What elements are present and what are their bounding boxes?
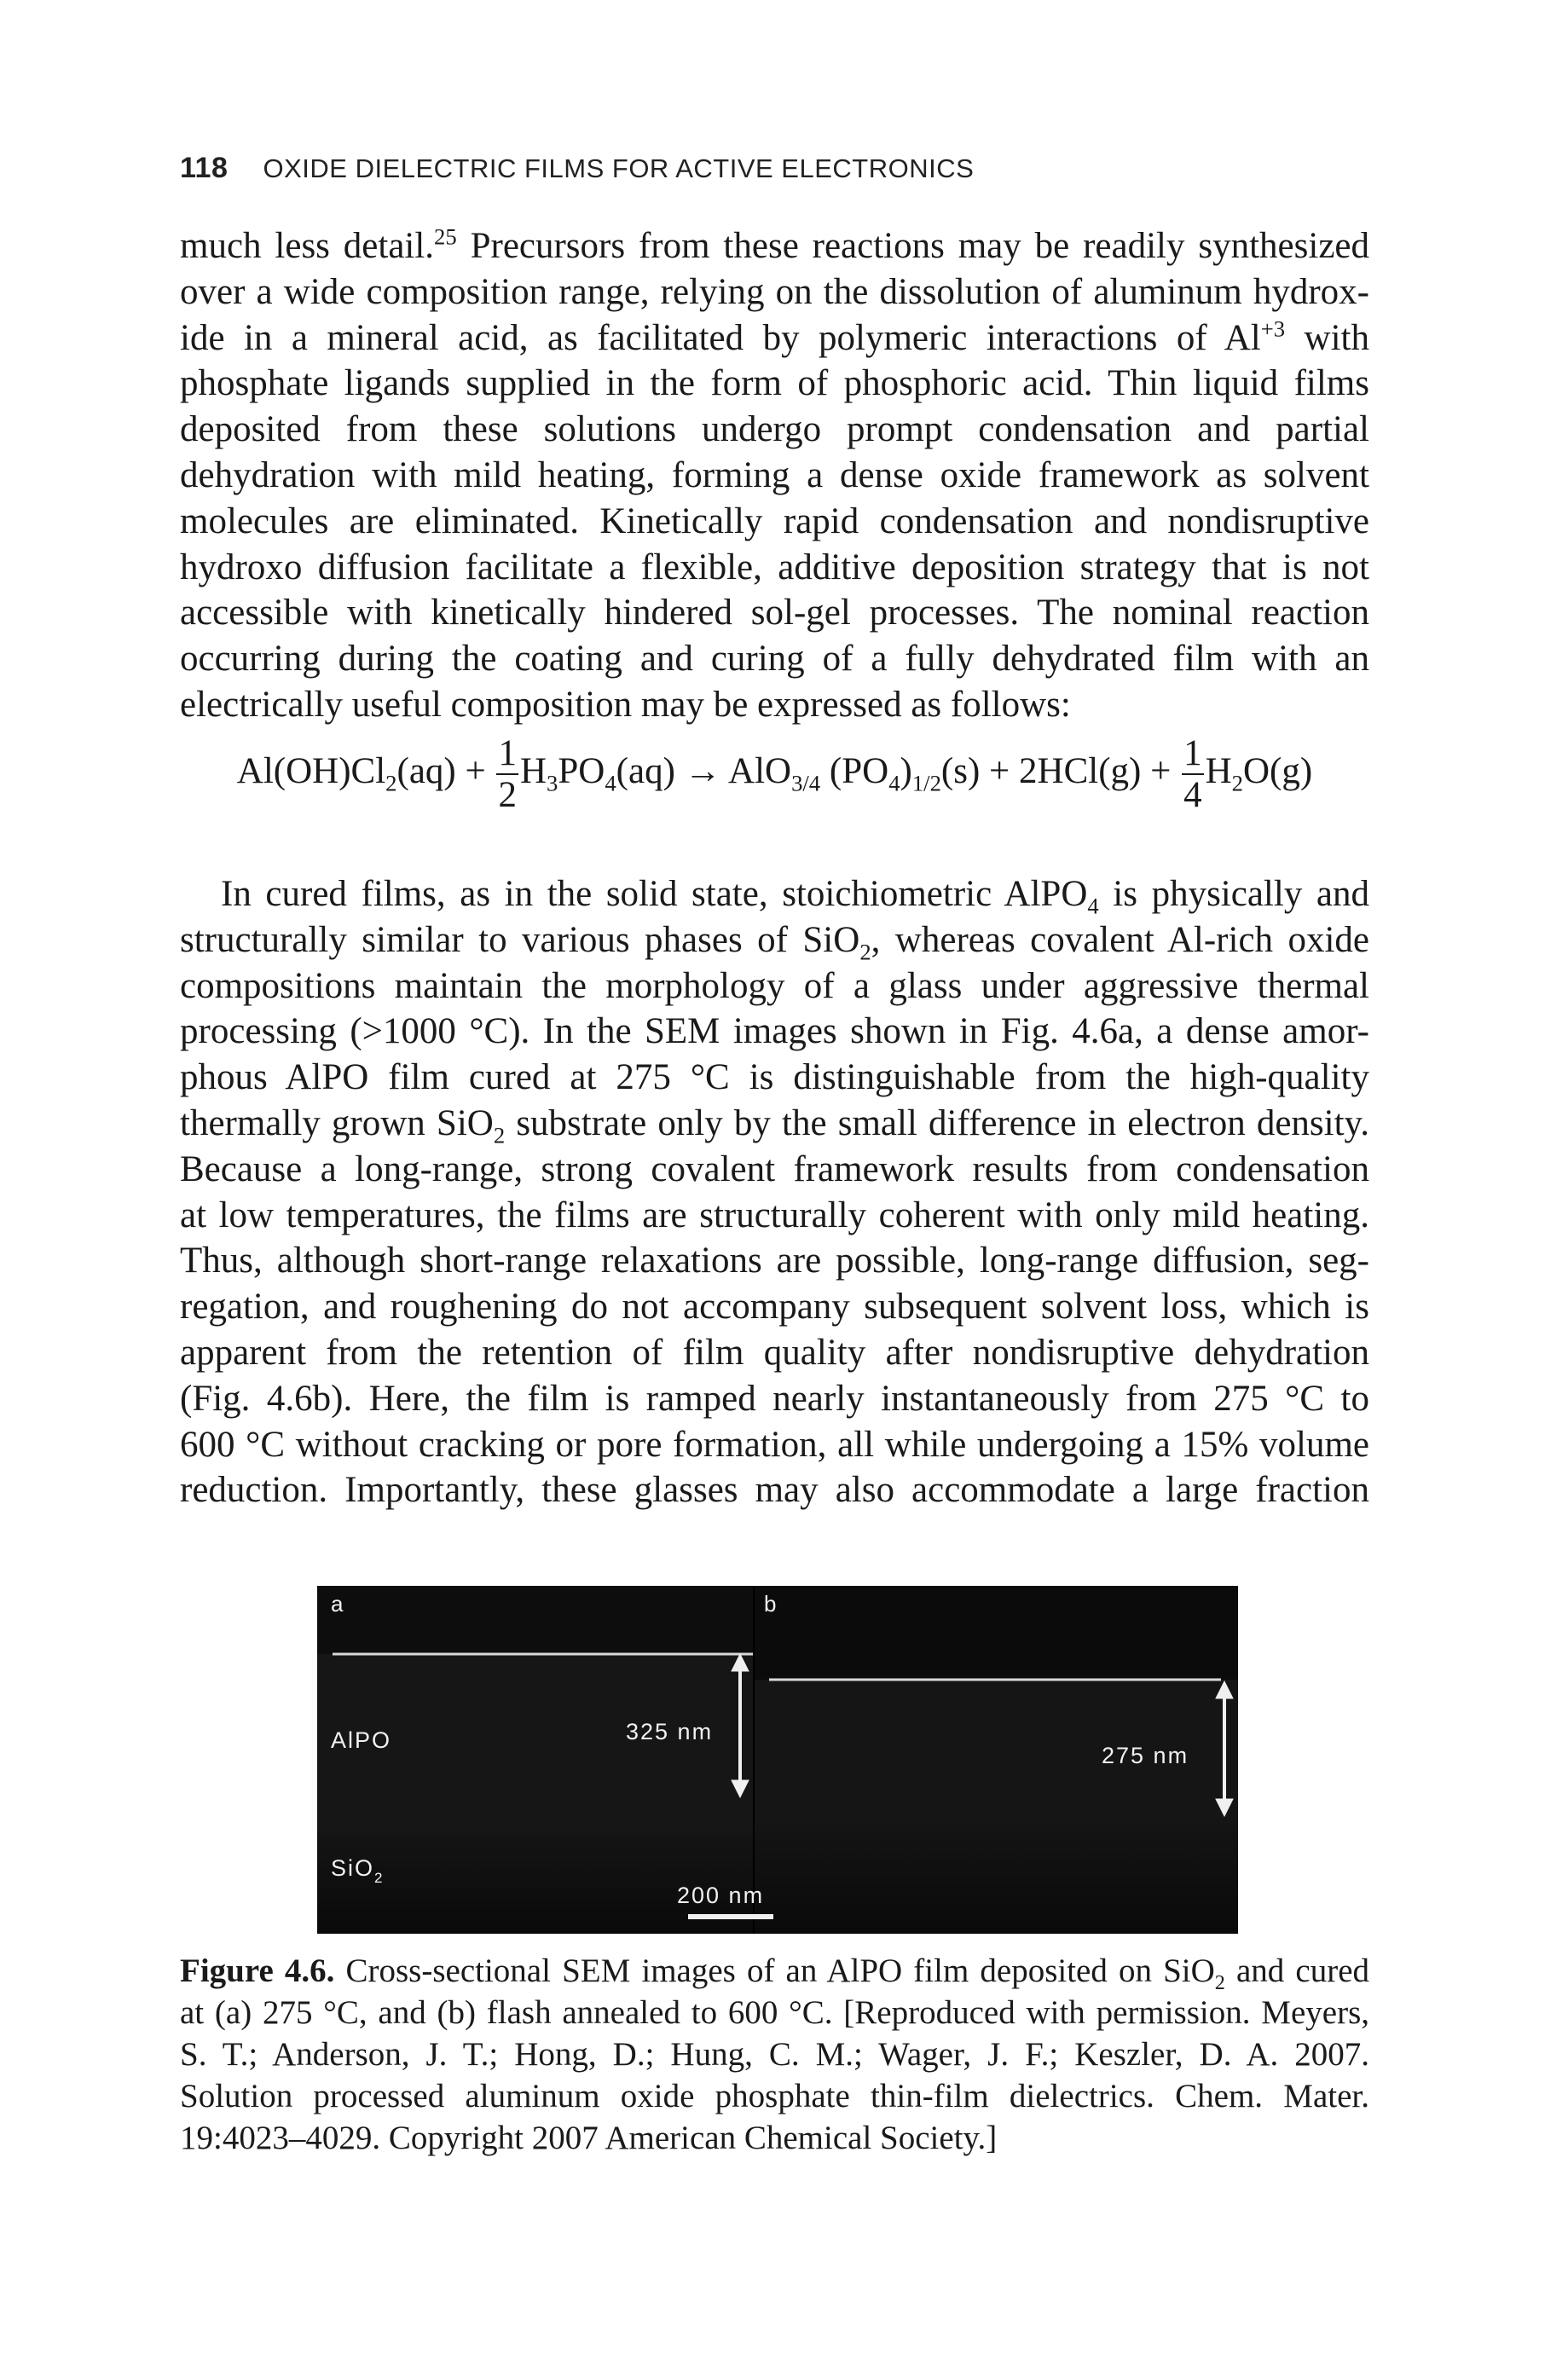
text-line: compositions maintain the morphology of …: [180, 965, 1369, 1006]
text-line: reduction. Importantly, these glasses ma…: [180, 1470, 1369, 1511]
panel-b-label: b: [764, 1591, 776, 1617]
text-line: at low temperatures, the films are struc…: [180, 1195, 1369, 1235]
panel-a-label: a: [331, 1591, 344, 1617]
text-line: over a wide composition range, relying o…: [180, 271, 1369, 312]
thickness-arrow-b: [1215, 1680, 1234, 1818]
sem-image: a b AlPO SiO2 325 nm 275 nm 200 nm: [317, 1586, 1238, 1934]
text-line: processing (>1000 °C). In the SEM images…: [180, 1011, 1369, 1052]
caption-line: Solution processed aluminum oxide phosph…: [180, 2078, 1369, 2114]
caption-line: 19:4023–4029. Copyright 2007 American Ch…: [180, 2120, 998, 2156]
scale-bar-label: 200 nm: [677, 1883, 764, 1908]
text-line: dehydration with mild heating, forming a…: [180, 454, 1369, 495]
text-line: molecules are eliminated. Kinetically ra…: [180, 500, 1369, 541]
thickness-arrow-a: [731, 1652, 749, 1799]
caption-line: S. T.; Anderson, J. T.; Hong, D.; Hung, …: [180, 2036, 1369, 2073]
text-line: hydroxo diffusion facilitate a flexible,…: [180, 547, 1369, 587]
figure-caption: Figure 4.6. Cross-sectional SEM images o…: [180, 1950, 1369, 2159]
text-line: much less detail.25 Precursors from thes…: [180, 223, 1369, 266]
running-header: 118 OXIDE DIELECTRIC FILMS FOR ACTIVE EL…: [180, 152, 974, 185]
text-line: Because a long-range, strong covalent fr…: [180, 1148, 1369, 1189]
text-line: ide in a mineral acid, as facilitated by…: [180, 315, 1369, 358]
panel-a-film: [317, 1654, 754, 1833]
sem-figure: a b AlPO SiO2 325 nm 275 nm 200 nm: [317, 1586, 1238, 1934]
text-line: thermally grown SiO2 substrate only by t…: [180, 1102, 1369, 1148]
caption-line: Figure 4.6. Cross-sectional SEM images o…: [180, 1952, 1370, 1994]
page-number: 118: [180, 152, 229, 184]
caption-line: at (a) 275 °C, and (b) flash annealed to…: [180, 1994, 1369, 2031]
text-line: phous AlPO film cured at 275 °C is disti…: [180, 1057, 1369, 1098]
text-line: 600 °C without cracking or pore formatio…: [180, 1424, 1369, 1465]
panel-b-film: [754, 1680, 1238, 1825]
scale-bar: [688, 1914, 773, 1919]
text-line: regation, and roughening do not accompan…: [180, 1287, 1369, 1328]
text-line: structurally similar to various phases o…: [180, 919, 1369, 965]
text-line: electrically useful composition may be e…: [180, 684, 1071, 725]
paragraph-2: In cured films, as in the solid state, s…: [180, 871, 1369, 1513]
panel-b-substrate: [754, 1825, 1238, 1934]
thickness-b-label: 275 nm: [1102, 1743, 1189, 1768]
layer-substrate-label: SiO2: [331, 1855, 384, 1886]
layer-film-label: AlPO: [331, 1727, 391, 1753]
text-line: occurring during the coating and curing …: [180, 639, 1369, 680]
text-line: accessible with kinetically hindered sol…: [180, 593, 1369, 633]
running-title: OXIDE DIELECTRIC FILMS FOR ACTIVE ELECTR…: [263, 153, 975, 183]
thickness-a-label: 325 nm: [626, 1719, 713, 1744]
text-line: apparent from the retention of film qual…: [180, 1332, 1369, 1373]
text-line: phosphate ligands supplied in the form o…: [180, 363, 1369, 404]
text-line: (Fig. 4.6b). Here, the film is ramped ne…: [180, 1378, 1369, 1419]
text-line: Thus, although short-range relaxations a…: [180, 1241, 1369, 1281]
panel-a-substrate: [317, 1833, 754, 1934]
text-line: deposited from these solutions undergo p…: [180, 409, 1369, 450]
text-line: In cured films, as in the solid state, s…: [221, 874, 1369, 919]
figure-label: Figure 4.6.: [180, 1952, 335, 1989]
paragraph-1: much less detail.25 Precursors from thes…: [180, 223, 1369, 728]
